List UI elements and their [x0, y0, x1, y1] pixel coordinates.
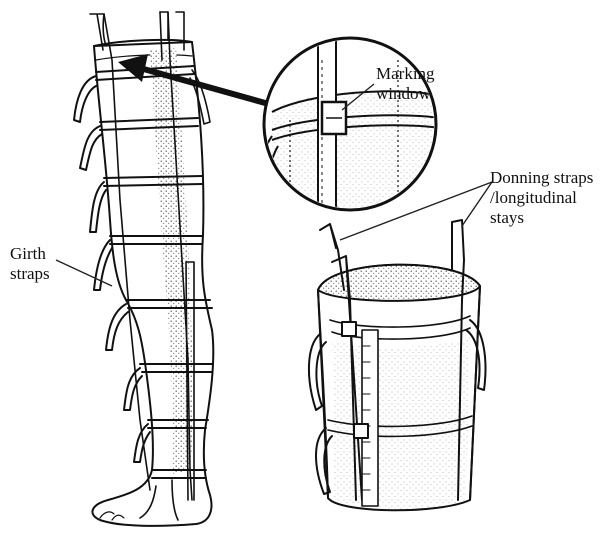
buckle	[354, 424, 368, 438]
label-marking-window: Marking window	[376, 64, 435, 104]
leg-outline	[92, 42, 213, 526]
label-girth-straps: Girth straps	[10, 244, 50, 284]
donning-straps-leader-2	[462, 182, 492, 226]
full-leg-garment	[74, 12, 213, 526]
calf-section-closeup	[309, 220, 486, 510]
buckle	[342, 322, 356, 336]
label-donning-straps: Donning straps /longitudinal stays	[490, 168, 593, 228]
